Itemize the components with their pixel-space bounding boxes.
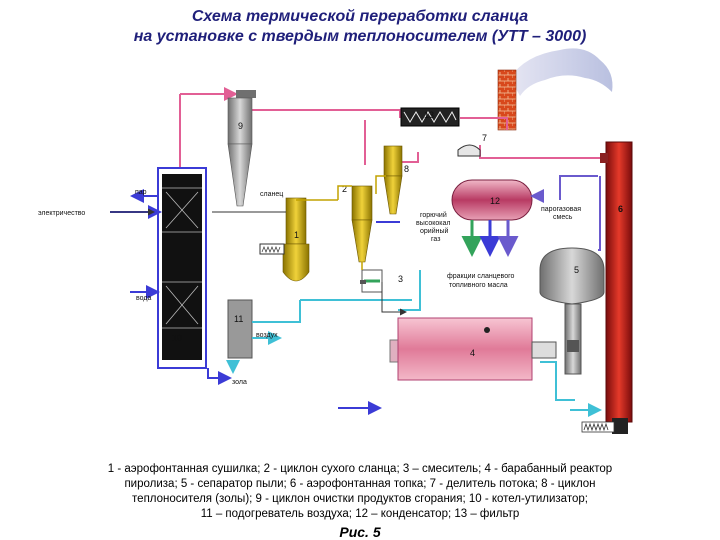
steam-gas-mixture-line: [530, 175, 601, 251]
label-11: 11: [234, 314, 243, 324]
chimney: [497, 48, 613, 131]
drum-reactor-4: 4: [389, 317, 557, 381]
feed-lines: [110, 208, 407, 316]
label-gas-3: орийный: [420, 227, 449, 235]
label-13: 13: [424, 110, 434, 120]
label-2: 2: [342, 184, 347, 194]
label-steam: пар: [135, 189, 147, 196]
label-gas-1: горючий: [420, 211, 447, 219]
label-electricity: электричество: [38, 210, 85, 217]
diagram-title-line1: Схема термической переработки сланца: [191, 8, 529, 25]
label-4: 4: [470, 348, 475, 358]
mixer-3: 3: [360, 269, 403, 293]
cyclone-2: 2: [342, 184, 373, 263]
cyclone-8: 8: [383, 145, 409, 215]
label-oil-1: фракции сланцевого: [447, 273, 514, 280]
figure-label: Рис. 5: [339, 524, 381, 540]
flow-divider-7: 7: [457, 133, 487, 157]
air-heater-11: 11: [227, 299, 253, 359]
ash-lines: [226, 270, 602, 417]
label-gas-4: газ: [431, 236, 440, 243]
label-10: 10: [172, 333, 182, 343]
label-9: 9: [238, 121, 243, 131]
smoke-plume: [510, 48, 613, 96]
aerofountain-furnace-6: 6: [600, 141, 633, 434]
waste-heat-boiler-10: 10: [157, 167, 207, 369]
filter-13: 13: [400, 107, 460, 127]
legend-line-3: теплоносителя (золы); 9 - циклон очистки…: [132, 493, 588, 505]
label-ash: зола: [232, 379, 247, 386]
feeders: [581, 421, 615, 433]
process-diagram: 13 9 7 8 2 1: [38, 48, 633, 434]
label-1: 1: [294, 230, 299, 240]
condenser-outputs: [461, 220, 519, 257]
label-shale: сланец: [260, 191, 283, 198]
label-steam-gas-2: смесь: [553, 214, 573, 221]
label-12: 12: [490, 196, 500, 206]
dust-separator-5: 5: [539, 247, 605, 375]
label-gas-2: высококал: [416, 220, 450, 227]
label-air: воздух: [256, 332, 278, 339]
label-3: 3: [398, 274, 403, 284]
condenser-12: 12: [451, 179, 533, 221]
label-7: 7: [482, 133, 487, 143]
legend-line-4: 11 – подогреватель воздуха; 12 – конденс…: [200, 508, 520, 520]
legend-line-2: пиролиза; 5 - сепаратор пыли; 6 - аэрофо…: [124, 478, 596, 490]
aerofountain-dryer-1: 1: [259, 197, 310, 282]
label-oil-2: топливного масла: [449, 282, 508, 289]
label-5: 5: [574, 265, 579, 275]
legend-line-1: 1 - аэрофонтанная сушилка; 2 - циклон су…: [107, 463, 613, 475]
diagram-title-line2: на установке с твердым теплоносителем (У…: [133, 28, 587, 45]
label-water: вода: [136, 295, 151, 302]
legend: 1 - аэрофонтанная сушилка; 2 - циклон су…: [70, 462, 650, 522]
label-8: 8: [404, 164, 409, 174]
label-steam-gas-1: парогазовая: [541, 206, 581, 213]
shale-lines: [296, 175, 386, 270]
cyclone-9: 9: [227, 90, 256, 207]
label-6: 6: [618, 204, 623, 214]
